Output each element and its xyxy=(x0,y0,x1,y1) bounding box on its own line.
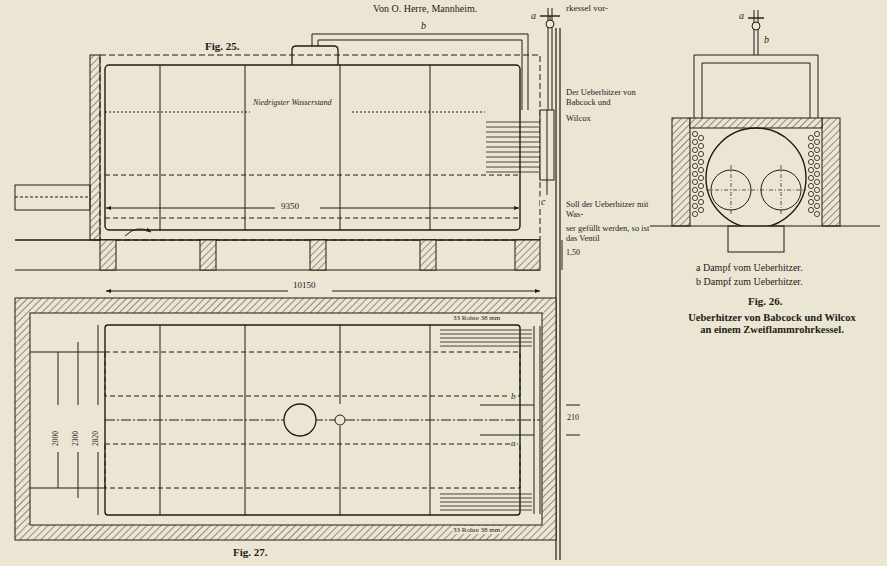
dimension: 9350 xyxy=(280,201,300,211)
dimension: 2300 xyxy=(72,431,81,446)
body-text: Der Ueberhitzer von Babcock und xyxy=(566,88,658,108)
pipe-letter: c xyxy=(540,196,546,208)
legend-note: a Dampf vom Ueberhitzer. xyxy=(696,262,803,274)
body-text: Wilcox xyxy=(566,114,658,124)
pipe-letter: b xyxy=(763,34,770,46)
dimension: 2820 xyxy=(92,431,101,446)
end-view xyxy=(650,10,880,252)
pipe-letter: a xyxy=(530,10,537,22)
pipe-letter: a xyxy=(510,438,517,448)
legend-note: b Dampf zum Ueberhitzer. xyxy=(696,276,803,288)
dimension: 1,50 xyxy=(565,248,581,257)
figure-number: Fig. 26. xyxy=(748,295,783,308)
pipe-letter: b xyxy=(510,391,517,401)
figure-number: Fig. 27. xyxy=(232,546,269,559)
pipe-letter: b xyxy=(420,20,427,32)
body-text: Soll der Ueberhitzer mit Was- xyxy=(566,200,658,220)
figure-number: Fig. 25. xyxy=(205,40,240,53)
side-elevation xyxy=(15,8,562,270)
tube-note: 33 Rohre 38 mm xyxy=(452,526,501,534)
figure-caption: Ueberhitzer von Babcock und Wilcox an ei… xyxy=(682,312,862,336)
plan-view xyxy=(15,291,580,540)
dimension: 2000 xyxy=(52,431,61,446)
page-header: Von O. Herre, Mannheim. xyxy=(372,3,478,15)
body-text: ser gefüllt werden, so ist das Ventil xyxy=(566,224,658,244)
water-level-note: Niedrigster Wasserstand xyxy=(252,98,333,107)
body-text: rkessel vor- xyxy=(566,3,608,13)
dimension: 210 xyxy=(566,413,580,422)
dimension: 10150 xyxy=(292,280,317,290)
tube-note: 33 Rohre 38 mm xyxy=(452,314,501,322)
pipe-letter: a xyxy=(738,10,745,22)
